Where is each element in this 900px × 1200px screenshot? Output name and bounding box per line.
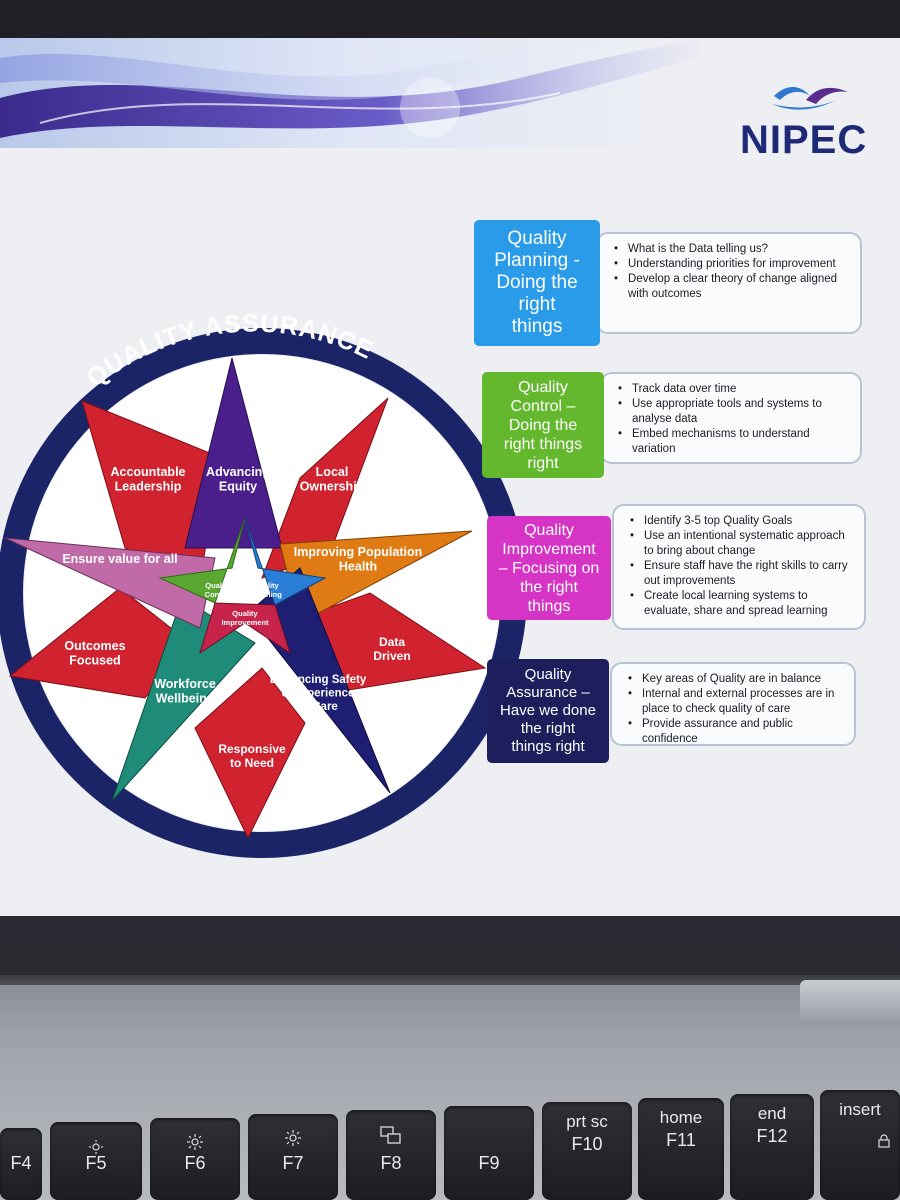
display-icon: [380, 1126, 402, 1151]
stage-bullet: Understanding priorities for improvement: [612, 257, 850, 272]
lock-icon: [878, 1132, 890, 1153]
stage-bullet: Use appropriate tools and systems to ana…: [616, 397, 850, 427]
stage-bullet: Track data over time: [616, 382, 850, 397]
point-local-ownership: [261, 397, 389, 579]
hinge-notch: [800, 980, 900, 1020]
stage-title-line: right: [527, 454, 559, 472]
stage-bullets-3: Identify 3-5 top Quality GoalsUse an int…: [612, 504, 866, 630]
key-top-label: insert: [839, 1100, 881, 1119]
key-label: F4: [10, 1153, 32, 1173]
key-top-label: prt sc: [566, 1112, 608, 1131]
stage-bullet: Identify 3-5 top Quality Goals: [628, 514, 854, 529]
key-f7[interactable]: F7: [248, 1114, 338, 1200]
stage-title-line: Have we done: [500, 702, 596, 719]
stage-title-line: things right: [511, 738, 585, 755]
stage-title-line: Assurance –: [506, 684, 590, 701]
stage-title-line: right things: [503, 435, 583, 453]
key-top-label: home: [659, 1108, 703, 1127]
stage-bullets-1: What is the Data telling us?Understandin…: [596, 232, 862, 334]
inner-quality-improvement: [199, 602, 291, 655]
stage-title-line: Improvement: [502, 540, 596, 558]
stage-bullet: Develop a clear theory of change aligned…: [612, 272, 850, 302]
key-f10[interactable]: prt sc F10: [542, 1102, 632, 1200]
brightness-down-icon: [89, 1138, 103, 1159]
point-advancing-equity: [184, 357, 283, 549]
key-label: F11: [666, 1130, 696, 1150]
stage-title-line: Quality: [507, 228, 567, 249]
stage-title-line: Quality: [524, 521, 574, 539]
nipec-logo: NIPEC: [736, 78, 896, 168]
star-label-ensure: Ensure value for all: [62, 552, 177, 566]
stage-bullets-4: Key areas of Quality are in balanceInter…: [610, 662, 856, 746]
stage-title-line: Planning -: [494, 250, 580, 271]
stage-title-line: the right: [520, 720, 576, 737]
stage-title-line: things: [511, 316, 563, 337]
inner-quality-control: [158, 517, 246, 604]
key-f4[interactable]: F4: [0, 1128, 42, 1200]
stage-bullet: Embed mechanisms to understand variation: [616, 427, 850, 457]
stage-bullet: Ensure staff have the right skills to ca…: [628, 559, 854, 589]
logo-swoosh-icon: [772, 87, 848, 110]
key-insert[interactable]: insert: [820, 1090, 900, 1200]
stage-title-line: – Focusing on: [498, 559, 600, 577]
key-label: F6: [184, 1153, 206, 1173]
key-label: F12: [756, 1126, 788, 1146]
key-f6[interactable]: F6: [150, 1118, 240, 1200]
inner-quality-planning: [244, 517, 327, 606]
stage-title-line: Doing the: [496, 272, 578, 293]
stage-title-line: the right: [520, 578, 578, 596]
stage-title-line: Doing the: [508, 416, 578, 434]
key-label: F8: [380, 1153, 402, 1173]
point-responsive-to-need: [194, 667, 306, 840]
stage-bullet: What is the Data telling us?: [612, 242, 850, 257]
key-label: F9: [478, 1153, 500, 1173]
stage-title-line: right: [518, 294, 556, 315]
key-label: F10: [571, 1134, 603, 1154]
stage-title-line: Quality: [518, 378, 568, 396]
key-label: F5: [85, 1153, 107, 1173]
stage-bullet: Key areas of Quality are in balance: [626, 672, 844, 687]
key-label: F7: [282, 1153, 304, 1173]
key-f8[interactable]: F8: [346, 1110, 436, 1200]
stage-bullet: Use an intentional systematic approach t…: [628, 529, 854, 559]
stage-bullet: Provide assurance and public confidence: [626, 717, 844, 747]
key-top-label: end: [757, 1104, 787, 1123]
logo-text: NIPEC: [740, 118, 868, 162]
stage-bullet: Internal and external processes are in p…: [626, 687, 844, 717]
stage-title-line: Quality: [524, 666, 572, 683]
key-f9[interactable]: F9: [444, 1106, 534, 1200]
stage-bullets-2: Track data over timeUse appropriate tool…: [600, 372, 862, 464]
stage-title-line: things: [527, 597, 571, 615]
stage-bullet: Create local learning systems to evaluat…: [628, 589, 854, 619]
brightness-up-icon: [285, 1130, 301, 1151]
stage-title-line: Control –: [510, 397, 576, 415]
brightness-up-icon: [187, 1134, 203, 1155]
key-f5[interactable]: F5: [50, 1122, 142, 1200]
header-banner: [0, 38, 700, 148]
